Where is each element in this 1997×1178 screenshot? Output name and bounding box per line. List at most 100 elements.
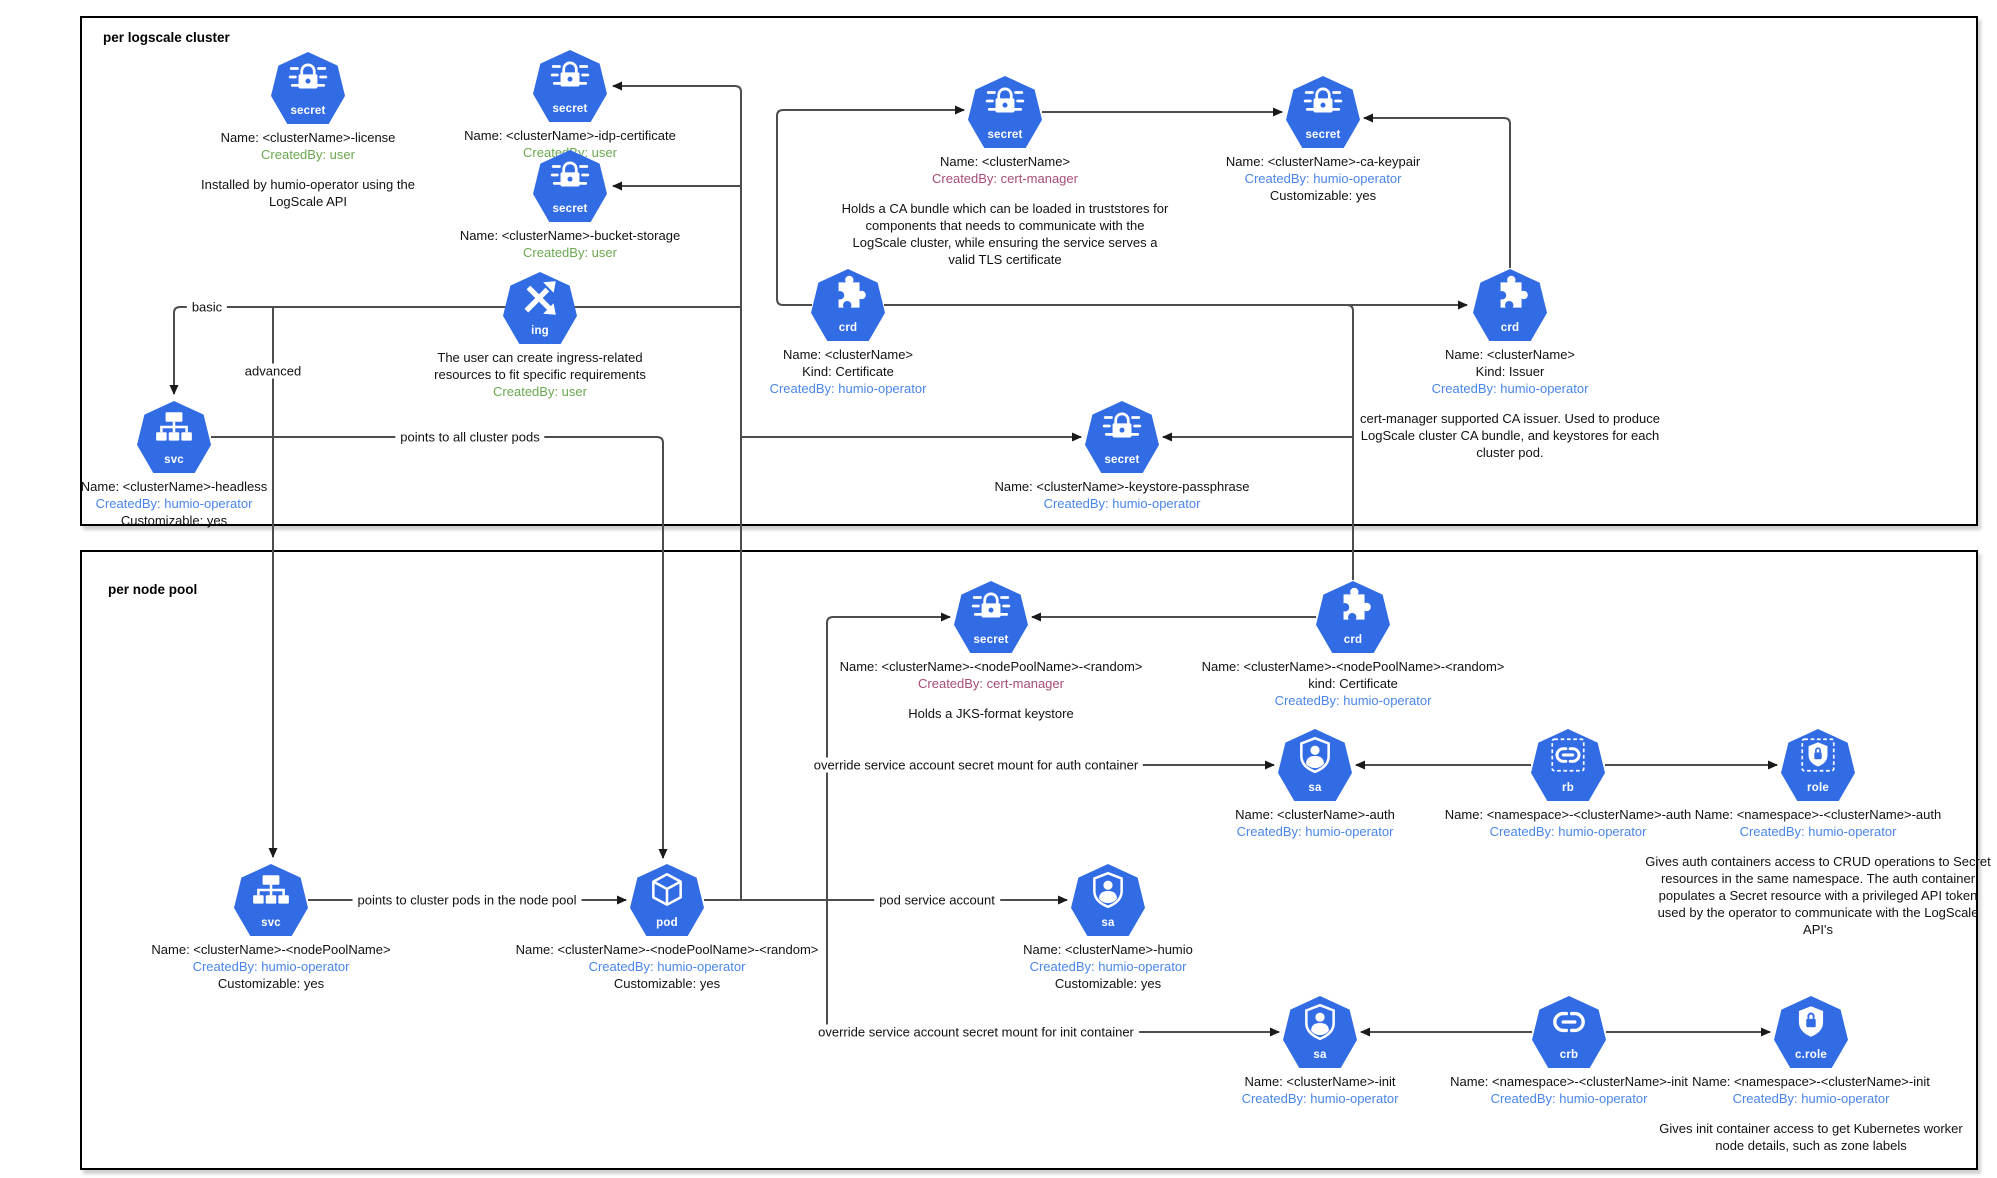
resource-name: Name: <clusterName>-auth — [1235, 807, 1395, 822]
clusterrolebinding-icon: crb — [1532, 996, 1606, 1068]
resource-name: Name: <clusterName>-bucket-storage — [459, 228, 681, 243]
node-clusterrolebinding-init: crb Name: <namespace>-<clusterName>-init… — [1429, 996, 1709, 1107]
created-by: CreatedBy: user — [493, 384, 587, 399]
created-by: CreatedBy: humio-operator — [1244, 171, 1402, 186]
node-sa-auth: sa Name: <clusterName>-auth CreatedBy: h… — [1195, 729, 1435, 840]
resource-name: Name: <clusterName>-license — [220, 130, 396, 145]
created-by: CreatedBy: humio-operator — [95, 496, 253, 511]
resource-name: Name: <clusterName>-init — [1244, 1074, 1396, 1089]
node-secret-keystore-passphrase: secret Name: <clusterName>-keystore-pass… — [962, 401, 1282, 512]
icon-badge: secret — [552, 203, 588, 215]
resource-name: Name: <clusterName>-idp-certificate — [464, 128, 676, 143]
cluster-section-label: per logscale cluster — [103, 30, 230, 45]
cluster-section-box — [80, 16, 1978, 526]
icon-badge: sa — [1101, 917, 1115, 929]
icon-badge: crb — [1559, 1049, 1579, 1061]
customizable: Customizable: yes — [1054, 976, 1162, 991]
created-by: CreatedBy: humio-operator — [1489, 824, 1647, 839]
created-by: CreatedBy: humio-operator — [588, 959, 746, 974]
pod-icon: pod — [630, 864, 704, 936]
clusterrole-icon: c.role — [1774, 996, 1848, 1068]
customizable: Customizable: yes — [613, 976, 721, 991]
resource-name: Name: <namespace>-<clusterName>-init — [1450, 1074, 1688, 1089]
icon-badge: svc — [164, 454, 184, 466]
icon-badge: secret — [552, 103, 588, 115]
node-secret-ca-keypair: secret Name: <clusterName>-ca-keypair Cr… — [1173, 76, 1473, 204]
edge-label-all-pods: points to all cluster pods — [395, 429, 545, 445]
icon-badge: crd — [838, 322, 858, 334]
crd-icon: crd — [1473, 269, 1547, 341]
secret-icon: secret — [533, 150, 607, 222]
secret-icon: secret — [271, 52, 345, 124]
crd-icon: crd — [1316, 581, 1390, 653]
service-icon: svc — [137, 401, 211, 473]
node-crd-certificate: crd Name: <clusterName> Kind: Certificat… — [728, 269, 968, 397]
edge-label-auth-mount: override service account secret mount fo… — [808, 757, 1144, 773]
service-account-icon: sa — [1071, 864, 1145, 936]
resource-name: Name: <clusterName>-<nodePoolName>-<rand… — [515, 942, 819, 957]
nodepool-section-box — [80, 550, 1978, 1170]
resource-name: Name: <clusterName>-<nodePoolName> — [151, 942, 391, 957]
resource-name: Name: <clusterName>-ca-keypair — [1225, 154, 1421, 169]
node-secret-nodepool-keystore: secret Name: <clusterName>-<nodePoolName… — [821, 581, 1161, 722]
resource-name: Name: <clusterName> — [939, 154, 1071, 169]
created-by: CreatedBy: cert-manager — [932, 171, 1078, 186]
node-secret-license: secret Name: <clusterName>-license Creat… — [158, 52, 458, 210]
secret-icon: secret — [533, 50, 607, 122]
icon-badge: svc — [261, 917, 281, 929]
node-svc-headless: svc Name: <clusterName>-headless Created… — [54, 401, 294, 529]
node-secret-idp-certificate: secret Name: <clusterName>-idp-certifica… — [420, 50, 720, 161]
created-by: CreatedBy: user — [523, 245, 617, 260]
created-by: CreatedBy: humio-operator — [1274, 693, 1432, 708]
icon-badge: ing — [531, 325, 549, 337]
resource-note: Holds a JKS-format keystore — [908, 706, 1074, 721]
resource-name: Name: <clusterName>-humio — [1023, 942, 1193, 957]
resource-note: Installed by humio-operator using the Lo… — [201, 177, 415, 209]
customizable: Customizable: yes — [1269, 188, 1377, 203]
crd-icon: crd — [811, 269, 885, 341]
icon-badge: secret — [987, 129, 1023, 141]
customizable: Customizable: yes — [217, 976, 325, 991]
resource-name: Name: <clusterName>-<nodePoolName>-<rand… — [839, 659, 1143, 674]
created-by: CreatedBy: humio-operator — [1732, 1091, 1890, 1106]
service-icon: svc — [234, 864, 308, 936]
edge-label-nodepool-pods: points to cluster pods in the node pool — [352, 892, 582, 908]
created-by: CreatedBy: user — [261, 147, 355, 162]
icon-badge: c.role — [1795, 1049, 1827, 1061]
icon-badge: crd — [1500, 322, 1520, 334]
node-pod: pod Name: <clusterName>-<nodePoolName>-<… — [507, 864, 827, 992]
resource-name: Name: <clusterName>-headless — [80, 479, 268, 494]
resource-note: Gives init container access to get Kuber… — [1659, 1121, 1963, 1153]
edge-label-basic: basic — [186, 299, 228, 315]
customizable: Customizable: yes — [120, 513, 228, 528]
node-sa-init: sa Name: <clusterName>-init CreatedBy: h… — [1200, 996, 1440, 1107]
icon-badge: sa — [1313, 1049, 1327, 1061]
created-by: CreatedBy: humio-operator — [1029, 959, 1187, 974]
resource-kind: Kind: Issuer — [1475, 364, 1545, 379]
icon-badge: sa — [1308, 782, 1322, 794]
node-svc-nodepool: svc Name: <clusterName>-<nodePoolName> C… — [131, 864, 411, 992]
node-role-auth: role Name: <namespace>-<clusterName>-aut… — [1643, 729, 1993, 938]
resource-note: The user can create ingress-related reso… — [434, 350, 646, 382]
icon-badge: pod — [656, 917, 678, 929]
icon-badge: secret — [1305, 129, 1341, 141]
resource-name: Name: <namespace>-<clusterName>-auth — [1694, 807, 1942, 822]
icon-badge: secret — [290, 105, 326, 117]
created-by: CreatedBy: humio-operator — [1739, 824, 1897, 839]
node-crd-nodepool-certificate: crd Name: <clusterName>-<nodePoolName>-<… — [1183, 581, 1523, 709]
resource-name: Name: <clusterName> — [1444, 347, 1576, 362]
created-by: CreatedBy: humio-operator — [1490, 1091, 1648, 1106]
secret-icon: secret — [1286, 76, 1360, 148]
resource-name: Name: <namespace>-<clusterName>-auth — [1444, 807, 1692, 822]
icon-badge: secret — [1104, 454, 1140, 466]
node-rolebinding-auth: rb Name: <namespace>-<clusterName>-auth … — [1428, 729, 1708, 840]
resource-name: Name: <clusterName> — [782, 347, 914, 362]
resource-note: Gives auth containers access to CRUD ope… — [1645, 854, 1991, 937]
icon-badge: rb — [1562, 782, 1574, 794]
created-by: CreatedBy: humio-operator — [1043, 496, 1201, 511]
node-ingress: ing The user can create ingress-related … — [410, 272, 670, 400]
node-secret-ca-bundle: secret Name: <clusterName> CreatedBy: ce… — [835, 76, 1175, 268]
resource-name: Name: <clusterName>-<nodePoolName>-<rand… — [1201, 659, 1505, 674]
created-by: CreatedBy: humio-operator — [769, 381, 927, 396]
